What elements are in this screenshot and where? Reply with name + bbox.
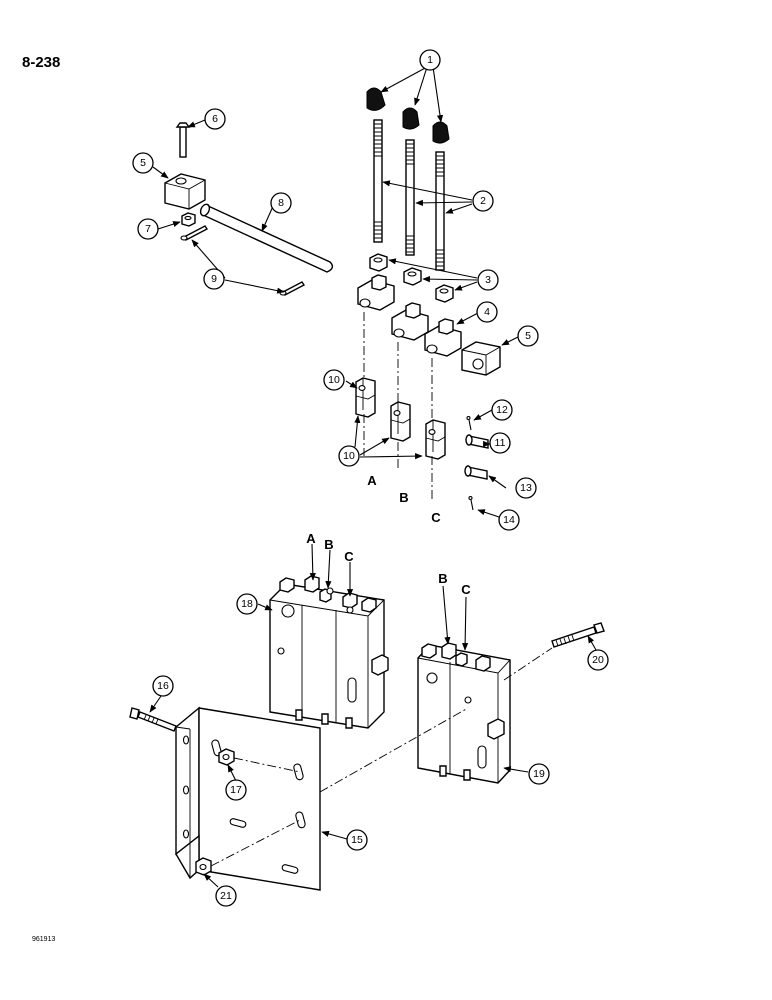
bracket-bolt — [129, 707, 177, 732]
callout-8: 8 — [270, 192, 292, 214]
svg-text:1: 1 — [427, 54, 433, 66]
callout-19: 19 — [528, 763, 550, 785]
svg-text:14: 14 — [503, 514, 515, 526]
svg-text:9: 9 — [211, 273, 217, 285]
nut-seven — [181, 212, 196, 227]
alignment-lines-bottom — [210, 647, 553, 867]
page-number: 8-238 — [22, 54, 60, 71]
svg-text:18: 18 — [241, 598, 253, 610]
svg-text:12: 12 — [496, 404, 508, 416]
section-letter-c-valve: C — [344, 549, 354, 564]
callout-13: 13 — [515, 477, 537, 499]
svg-text:3: 3 — [485, 274, 491, 286]
svg-text:17: 17 — [230, 784, 242, 796]
cotter-pins-nine — [180, 225, 306, 296]
svg-text:7: 7 — [145, 223, 151, 235]
callout-12: 12 — [491, 399, 513, 421]
svg-text:16: 16 — [157, 680, 169, 692]
callout-4: 4 — [476, 301, 498, 323]
clevis-blocks — [357, 274, 462, 357]
callout-16: 16 — [152, 675, 174, 697]
svg-text:11: 11 — [495, 437, 506, 449]
svg-text:10: 10 — [343, 450, 355, 462]
control-valve-three-section — [269, 575, 389, 729]
section-letter-b-valve-two: B — [438, 571, 447, 586]
svg-text:5: 5 — [140, 157, 146, 169]
callout-5-right: 5 — [517, 325, 539, 347]
alignment-lines-top — [363, 312, 433, 500]
section-letter-c-top: C — [431, 510, 441, 525]
callout-2: 2 — [472, 190, 494, 212]
figure-code: 961913 — [32, 936, 55, 943]
clevis-pins — [464, 434, 489, 480]
spacer-block-right — [461, 341, 501, 376]
svg-text:2: 2 — [480, 195, 486, 207]
callout-10-top: 10 — [323, 369, 345, 391]
svg-text:4: 4 — [484, 306, 490, 318]
small-cotter-pins — [466, 415, 474, 511]
section-letter-b-top: B — [399, 490, 408, 505]
callout-6: 6 — [204, 108, 226, 130]
svg-text:15: 15 — [351, 834, 363, 846]
callout-10-lower: 10 — [338, 445, 360, 467]
callout-18: 18 — [236, 593, 258, 615]
long-bolt — [551, 622, 605, 648]
callout-3: 3 — [477, 269, 499, 291]
callout-20: 20 — [587, 649, 609, 671]
callout-14: 14 — [498, 509, 520, 531]
jam-nuts — [369, 253, 454, 303]
svg-text:21: 21 — [220, 890, 232, 902]
bracket-nuts — [195, 748, 235, 876]
lever-rods — [373, 119, 445, 271]
section-letter-c-valve-two: C — [461, 582, 471, 597]
callout-11: 11 — [489, 432, 511, 454]
svg-text:19: 19 — [533, 768, 545, 780]
callout-17: 17 — [225, 779, 247, 801]
section-letter-a-valve: A — [306, 531, 316, 546]
callout-5-left: 5 — [132, 152, 154, 174]
cap-screw-six — [175, 122, 191, 158]
svg-text:13: 13 — [520, 482, 532, 494]
section-letter-a-top: A — [367, 473, 377, 488]
callout-1: 1 — [419, 49, 441, 71]
control-valve-two-section — [417, 642, 511, 784]
callout-9: 9 — [203, 268, 225, 290]
svg-text:6: 6 — [212, 113, 218, 125]
svg-text:10: 10 — [328, 374, 340, 386]
leader-lines — [149, 66, 597, 888]
spacer-block-left — [164, 173, 206, 210]
cross-shaft — [199, 203, 334, 273]
section-letter-b-valve: B — [324, 537, 333, 552]
svg-text:8: 8 — [278, 197, 284, 209]
lever-knobs — [366, 87, 450, 144]
svg-text:5: 5 — [525, 330, 531, 342]
callout-15: 15 — [346, 829, 368, 851]
callout-21: 21 — [215, 885, 237, 907]
callout-7: 7 — [137, 218, 159, 240]
yoke-links — [355, 377, 446, 460]
svg-text:20: 20 — [592, 654, 604, 666]
